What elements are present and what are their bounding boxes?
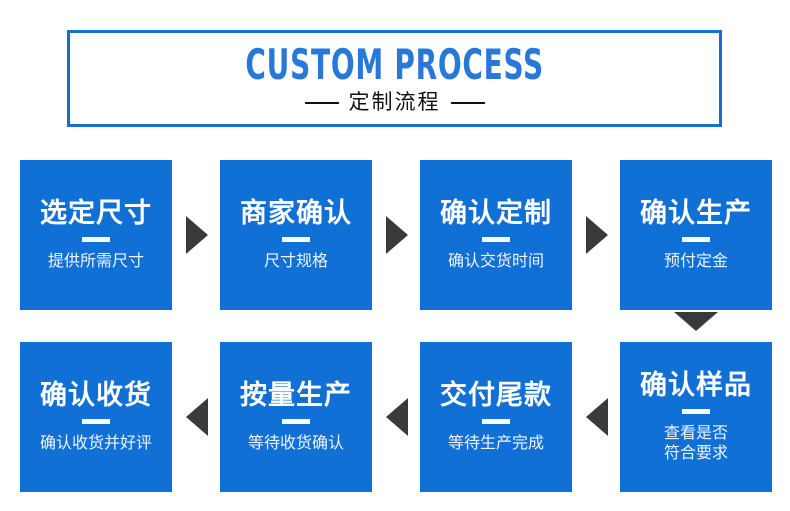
process-step-2[interactable]: 商家确认 尺寸规格: [220, 160, 372, 310]
step-divider-icon: [482, 237, 510, 243]
subtitle-dash-left-icon: [304, 101, 339, 104]
page-subtitle: 定制流程: [348, 90, 441, 114]
step-description-line-2: 符合要求: [663, 443, 728, 463]
process-step-4[interactable]: 确认生产 预付定金: [620, 160, 772, 310]
step-divider-icon: [482, 419, 510, 425]
header-subtitle-row: 定制流程: [304, 90, 485, 114]
arrow-left-icon: [386, 398, 408, 436]
step-description: 预付定金: [663, 251, 728, 271]
step-title: 确认生产: [640, 197, 752, 229]
process-step-1[interactable]: 选定尺寸 提供所需尺寸: [20, 160, 172, 310]
step-divider-icon: [82, 237, 110, 243]
process-step-3[interactable]: 确认定制 确认交货时间: [420, 160, 572, 310]
step-description: 等待收货确认: [247, 433, 344, 453]
subtitle-dash-right-icon: [450, 101, 485, 104]
arrow-left-icon: [586, 398, 608, 436]
step-title: 商家确认: [240, 197, 352, 229]
step-description: 查看是否 符合要求: [664, 423, 728, 463]
header-banner: CUSTOM PROCESS 定制流程: [67, 30, 722, 127]
arrow-left-icon: [186, 398, 208, 436]
step-title: 确认定制: [440, 197, 552, 229]
arrow-right-icon: [586, 216, 608, 254]
process-step-8[interactable]: 确认收货 确认收货并好评: [20, 342, 172, 492]
step-description: 确认交货时间: [447, 251, 544, 271]
step-title: 确认样品: [640, 369, 752, 401]
arrow-down-icon: [674, 312, 718, 331]
page-title: CUSTOM PROCESS: [245, 40, 544, 89]
process-step-7[interactable]: 按量生产 等待收货确认: [220, 342, 372, 492]
step-divider-icon: [282, 419, 310, 425]
arrow-right-icon: [386, 216, 408, 254]
process-step-6[interactable]: 交付尾款 等待生产完成: [420, 342, 572, 492]
step-title: 选定尺寸: [40, 197, 152, 229]
step-title: 按量生产: [240, 379, 352, 411]
step-divider-icon: [682, 409, 710, 415]
process-step-5[interactable]: 确认样品 查看是否 符合要求: [620, 342, 772, 492]
step-title: 确认收货: [40, 379, 152, 411]
step-description: 确认收货并好评: [39, 433, 152, 453]
step-divider-icon: [682, 237, 710, 243]
arrow-right-icon: [186, 216, 208, 254]
step-description: 尺寸规格: [263, 251, 328, 271]
step-description: 提供所需尺寸: [47, 251, 144, 271]
step-divider-icon: [282, 237, 310, 243]
step-description: 等待生产完成: [447, 433, 544, 453]
step-description-line-1: 查看是否: [663, 423, 728, 443]
step-title: 交付尾款: [440, 379, 552, 411]
step-divider-icon: [82, 419, 110, 425]
